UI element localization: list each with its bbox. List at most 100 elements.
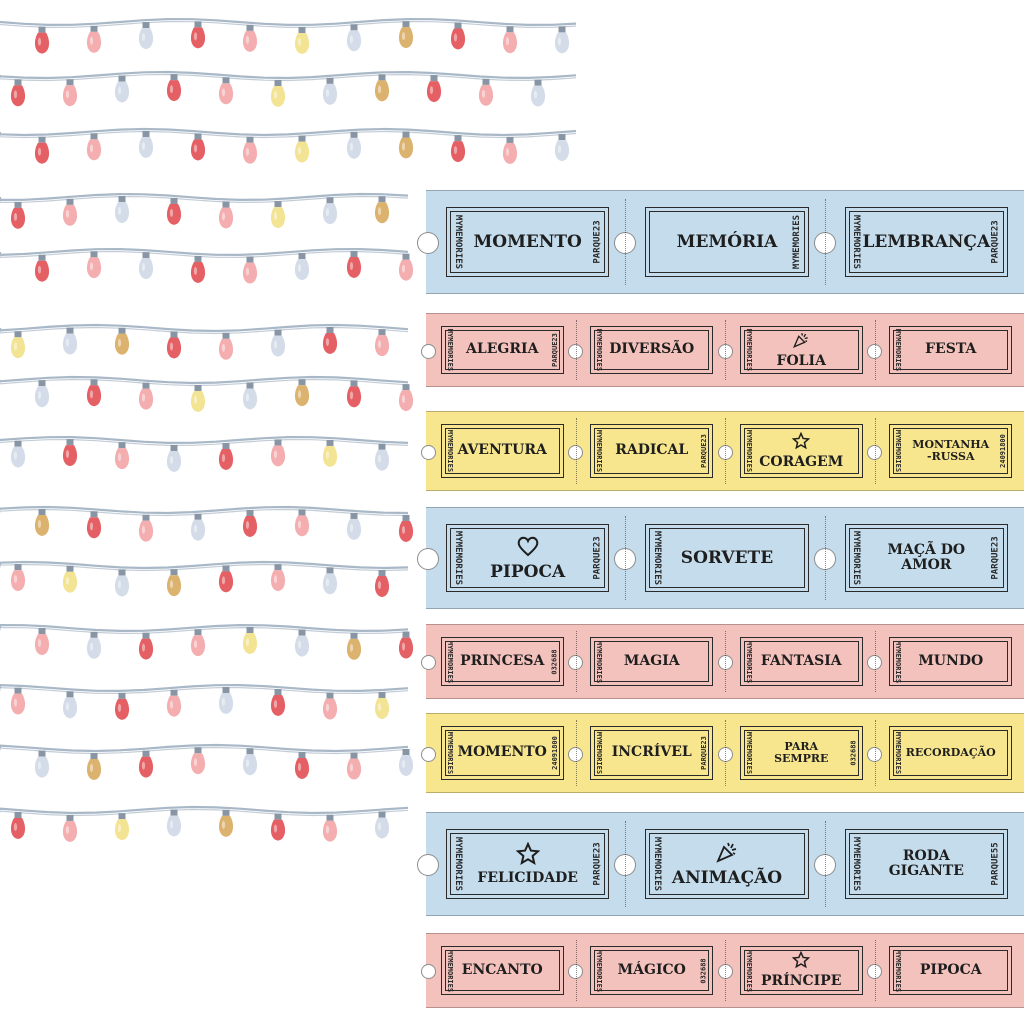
light-bulb-icon [166, 331, 182, 359]
ticket-frame [889, 424, 1013, 478]
ticket-frame [844, 207, 1009, 277]
ticket-hole [717, 444, 733, 460]
ticket-frame [590, 945, 714, 996]
light-bulb-icon [530, 79, 546, 107]
light-bulb-icon [322, 567, 338, 595]
perforation-line [625, 821, 627, 907]
ticket-serial: PARQUE23 [592, 220, 603, 264]
ticket-serial: MYMEMORIES [791, 214, 802, 270]
perforation-line [725, 939, 726, 1002]
light-bulb-icon [346, 131, 362, 159]
ticket-side-label: MYMEMORIES [445, 731, 454, 775]
light-bulb-icon [218, 565, 234, 593]
ticket-frame [445, 207, 610, 277]
ticket-side-label: MYMEMORIES [445, 429, 454, 473]
light-bulb-icon [374, 811, 390, 839]
perforation-line [824, 821, 826, 907]
light-wire [0, 375, 409, 385]
light-bulb-icon [138, 131, 154, 159]
light-bulb-icon [62, 691, 78, 719]
ticket-hole [568, 444, 583, 460]
ticket-frame [739, 945, 863, 996]
light-bulb-icon [374, 196, 390, 224]
ticket-serial: PARQUE23 [592, 842, 603, 886]
ticket-word: LEMBRANÇA [862, 231, 991, 252]
light-bulb-icon [374, 692, 390, 720]
ticket-hole [614, 232, 637, 254]
ticket-serial: PARQUE23 [550, 333, 559, 367]
light-wire [0, 563, 409, 572]
light-bulb-icon [398, 384, 414, 412]
light-bulb-icon [166, 444, 182, 472]
ticket: MYMEMORIES MEMÓRIA [625, 191, 824, 293]
ticket-serial: PARQUE23 [592, 536, 603, 580]
light-bulb-icon [62, 814, 78, 842]
light-bulb-icon [114, 327, 130, 355]
perforation-line [824, 199, 826, 285]
ticket-hole [867, 964, 882, 979]
ticket-word: MÁGICO [617, 961, 686, 978]
ticket-serial: 032688 [849, 740, 858, 766]
ticket-word: MAGIA [623, 652, 680, 669]
light-wire [0, 623, 409, 633]
ticket-side-label: MYMEMORIES [452, 836, 463, 892]
light-wire [0, 743, 409, 753]
ticket-hole [614, 854, 637, 876]
light-bulb-icon [270, 201, 286, 229]
light-bulb-icon [114, 569, 130, 597]
ticket-frame [844, 829, 1009, 899]
perforation-line [874, 939, 876, 1002]
ticket-word: MEMÓRIA [676, 231, 778, 252]
ticket-word: FOLIA [776, 352, 826, 369]
light-bulb-icon [346, 632, 362, 660]
ticket-serial: PARQUE23 [991, 536, 1002, 580]
ticket-serial: PARQUE23 [700, 736, 709, 770]
ticket-serial: 032688 [550, 648, 559, 675]
light-bulb-icon [218, 332, 234, 360]
light-bulb-icon [346, 251, 362, 279]
perforation-line [874, 319, 876, 381]
light-bulb-icon [426, 75, 442, 103]
ticket-word: CORAGEM [759, 453, 844, 470]
ticket-frame [440, 636, 564, 687]
light-wire [0, 505, 409, 515]
ticket-word: AVENTURA [457, 442, 547, 459]
heart-icon [516, 534, 540, 561]
light-bulb-icon [322, 814, 338, 842]
light-bulb-icon [34, 254, 50, 282]
ticket-hole [420, 444, 436, 460]
ticket-word: MOMENTO [473, 231, 582, 252]
ticket-side-label: MYMEMORIES [894, 949, 903, 992]
ticket-word: ENCANTO [461, 961, 543, 978]
light-wire [0, 326, 409, 335]
light-bulb-icon [346, 512, 362, 540]
ticket-frame [445, 829, 610, 899]
ticket-frame [844, 524, 1009, 592]
light-bulb-icon [86, 379, 102, 407]
ticket-frame [645, 207, 809, 277]
ticket-word: DIVERSÃO [609, 341, 695, 358]
ticket-word: SORVETE [680, 547, 774, 568]
light-bulb-icon [138, 632, 154, 660]
ticket-side-label: MYMEMORIES [851, 836, 862, 892]
ticket-hole [867, 746, 882, 762]
light-bulb-icon [270, 439, 286, 467]
light-bulb-icon [10, 79, 26, 107]
ticket-hole [813, 854, 836, 876]
light-bulb-icon [218, 77, 234, 105]
perforation-line [575, 418, 577, 484]
light-bulb-icon [190, 255, 206, 283]
light-bulb-icon [242, 24, 258, 52]
light-bulb-icon [166, 569, 182, 597]
light-bulb-icon [86, 133, 102, 161]
light-bulb-icon [270, 689, 286, 717]
